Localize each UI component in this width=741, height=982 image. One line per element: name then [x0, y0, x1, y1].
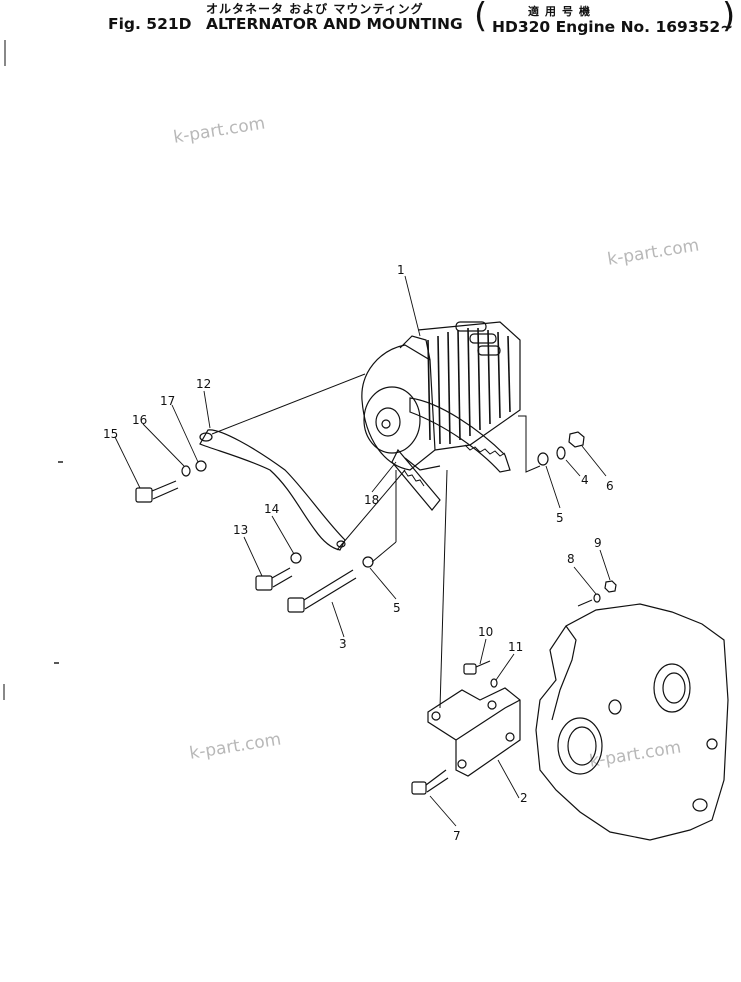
- washer-4: [556, 446, 566, 460]
- washer-5: [537, 452, 549, 466]
- callout-2: 2: [520, 791, 528, 805]
- callout-8: 8: [567, 552, 575, 566]
- washer-14: [290, 552, 302, 564]
- callout-14: 14: [264, 502, 279, 516]
- washer-17: [195, 460, 207, 472]
- bolt-15: [135, 480, 179, 503]
- adjusting-brace: [199, 429, 346, 551]
- bolt-10: [463, 660, 491, 675]
- bolt-7: [411, 769, 449, 795]
- callout-1: 1: [397, 263, 405, 277]
- gear-case: [535, 603, 729, 841]
- callout-16: 16: [132, 413, 147, 427]
- bolt-3: [287, 569, 357, 613]
- figure-number: Fig. 521D: [108, 15, 192, 33]
- washer-8: [593, 593, 601, 603]
- washer-5: [362, 556, 374, 568]
- callout-5b: 5: [393, 601, 401, 615]
- callout-5a: 5: [556, 511, 564, 525]
- callout-9: 9: [594, 536, 602, 550]
- callout-6: 6: [606, 479, 614, 493]
- washer-16: [181, 465, 191, 477]
- washer-11: [490, 678, 498, 688]
- alternator: [361, 321, 521, 471]
- callout-12: 12: [196, 377, 211, 391]
- callout-11: 11: [508, 640, 523, 654]
- japanese-title: オルタネータ および マウンティング: [206, 2, 424, 16]
- nut-6: [568, 431, 585, 448]
- callout-7: 7: [453, 829, 461, 843]
- callout-10: 10: [478, 625, 493, 639]
- nut-9: [604, 580, 617, 593]
- paren-close: ): [722, 0, 736, 36]
- applicable-model: HD320 Engine No. 169352~: [492, 18, 734, 36]
- paren-open: (: [474, 0, 488, 36]
- callout-15: 15: [103, 427, 118, 441]
- fan-belt: [391, 397, 511, 511]
- callout-4: 4: [581, 473, 589, 487]
- callout-3: 3: [339, 637, 347, 651]
- english-title: ALTERNATOR AND MOUNTING: [206, 15, 463, 33]
- japanese-applicable-model: 適用号機: [528, 5, 596, 18]
- mounting-bracket: [427, 687, 521, 777]
- callout-18: 18: [364, 493, 379, 507]
- callout-17: 17: [160, 394, 175, 408]
- callout-13: 13: [233, 523, 248, 537]
- bolt-13: [255, 567, 293, 591]
